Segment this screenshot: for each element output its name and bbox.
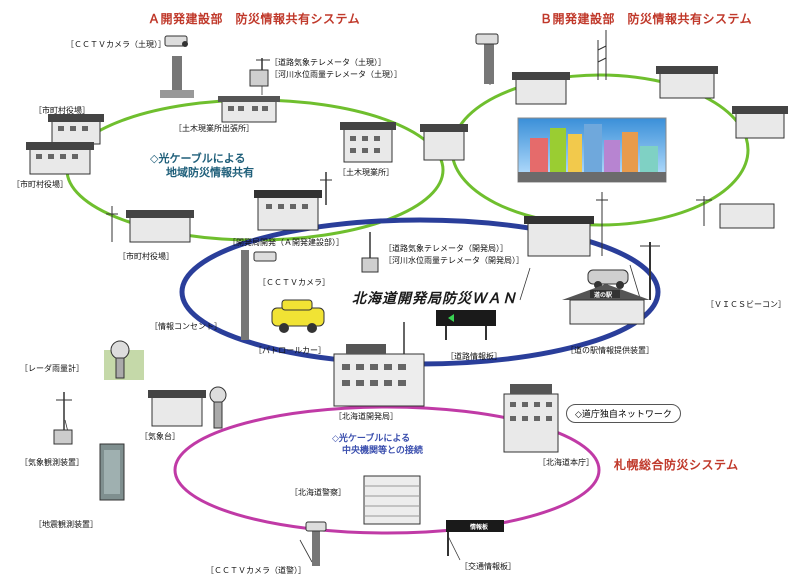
- label-doboku: ［土木現業所］: [338, 168, 394, 177]
- label-cctv-police: ［ＣＣＴＶカメラ（道警）］: [206, 566, 306, 575]
- municipal-office-2: [26, 142, 94, 175]
- prefecture-network-note: ◇道庁独自ネットワーク: [566, 404, 681, 423]
- label-vics: ［ＶＩＣＳビーコン］: [706, 300, 786, 309]
- label-municipal-3: ［市町村役場］: [118, 252, 174, 261]
- kaihatsu-a-building: [254, 190, 322, 231]
- label-michi-no-eki: ［道の駅情報提供装置］: [566, 346, 654, 355]
- antenna-tower-b: [597, 30, 607, 80]
- office-b-4: [420, 124, 468, 161]
- label-traffic-board: ［交通情報板］: [460, 562, 516, 571]
- pink-ring-caption-line1: ◇光ケーブルによる: [332, 434, 411, 444]
- sapporo-system-title: 札幌総合防災システム: [614, 458, 739, 472]
- green-ring-caption-line1: ◇光ケーブルによる: [150, 152, 246, 165]
- traffic-info-board: [446, 520, 504, 556]
- label-kaihatsu-a: ［開発局開発（Ａ開発建設部）］: [228, 238, 344, 247]
- label-river-tele-kaihatsu: ［河川水位雨量テレメータ（開発局）］: [384, 256, 524, 265]
- traffic-board-sign: 情報板: [470, 524, 489, 531]
- weather-observation-mast: [53, 392, 73, 445]
- label-road-tele-doboku: ［道路気象テレメータ（土現）］: [270, 58, 386, 67]
- cctv-camera-police: [305, 521, 327, 566]
- tower-b-right: [696, 196, 712, 226]
- label-hokkaido-kaihatsu: ［北海道開発局］: [334, 412, 398, 421]
- vics-pole: [640, 242, 660, 300]
- municipal-office-3: [106, 206, 194, 243]
- label-radar: ［レーダ雨量計］: [20, 364, 84, 373]
- patrol-car: [271, 299, 325, 333]
- cctv-camera-b: [475, 33, 499, 84]
- office-b-1: [512, 72, 570, 105]
- radar-dome: [104, 340, 144, 380]
- system-a-title: Ａ開発建設部 防災情報共有システム: [148, 12, 361, 26]
- label-doboku-branch: ［土木現業所出張所］: [174, 124, 254, 133]
- road-telemeter-kaihatsu: [361, 232, 379, 273]
- municipal-office-1: [48, 114, 104, 145]
- label-patrol-car: ［パトロールカー］: [254, 346, 326, 355]
- label-hokkaido-honcho: ［北海道本庁］: [538, 458, 594, 467]
- vics-car: [587, 269, 629, 289]
- label-cctv-doboku: ［ＣＣＴＶカメラ（土現）］: [66, 40, 166, 49]
- facility-b-right: [719, 203, 775, 229]
- cctv-camera-doboku: [160, 35, 194, 98]
- label-road-tele-kaihatsu: ［道路気象テレメータ（開発局）］: [384, 244, 508, 253]
- label-police: ［北海道警察］: [290, 488, 346, 497]
- hokkaido-honcho: [503, 384, 559, 453]
- label-road-info-board: ［道路情報板］: [446, 352, 502, 361]
- earthquake-cabinet: [99, 443, 125, 501]
- label-river-tele-doboku: ［河川水位雨量テレメータ（土現）］: [270, 70, 402, 79]
- police-hq: [363, 475, 421, 525]
- label-jma: ［気象台］: [140, 432, 180, 441]
- city-photo: [517, 117, 667, 183]
- label-municipal-1: ［市町村役場］: [34, 106, 90, 115]
- cctv-camera-mid: [241, 250, 277, 340]
- green-ring-caption-line2: 地域防災情報共有: [166, 166, 254, 179]
- kaihatsu-b-building: [524, 192, 608, 257]
- antenna-mast-doboku: [320, 172, 332, 205]
- label-municipal-2: ［市町村役場］: [12, 180, 68, 189]
- label-info-outlet: ［情報コンセント］: [150, 322, 222, 331]
- pink-ring-caption-line2: 中央機関等との接続: [342, 446, 423, 456]
- label-cctv-mid: ［ＣＣＴＶカメラ］: [258, 278, 330, 287]
- label-earthquake: ［地震観測装置］: [34, 520, 98, 529]
- jma-office: [148, 386, 227, 429]
- doboku-office: [340, 122, 396, 163]
- office-b-3: [732, 106, 788, 139]
- doboku-branch-office: [218, 96, 280, 123]
- michi-no-eki-roof-sign: 道の駅: [594, 292, 613, 299]
- road-weather-telemeter-doboku: [249, 58, 270, 87]
- hokkaido-kaihatsu-hq: [333, 322, 425, 407]
- label-weather-obs: ［気象観測装置］: [20, 458, 84, 467]
- wan-title: 北海道開発局防災ＷＡＮ: [352, 291, 517, 307]
- michi-no-eki-building: [562, 284, 650, 325]
- office-b-2: [656, 66, 718, 99]
- ring-sapporo-pink: [173, 405, 601, 535]
- road-info-board: [436, 310, 496, 340]
- system-b-title: Ｂ開発建設部 防災情報共有システム: [540, 12, 753, 26]
